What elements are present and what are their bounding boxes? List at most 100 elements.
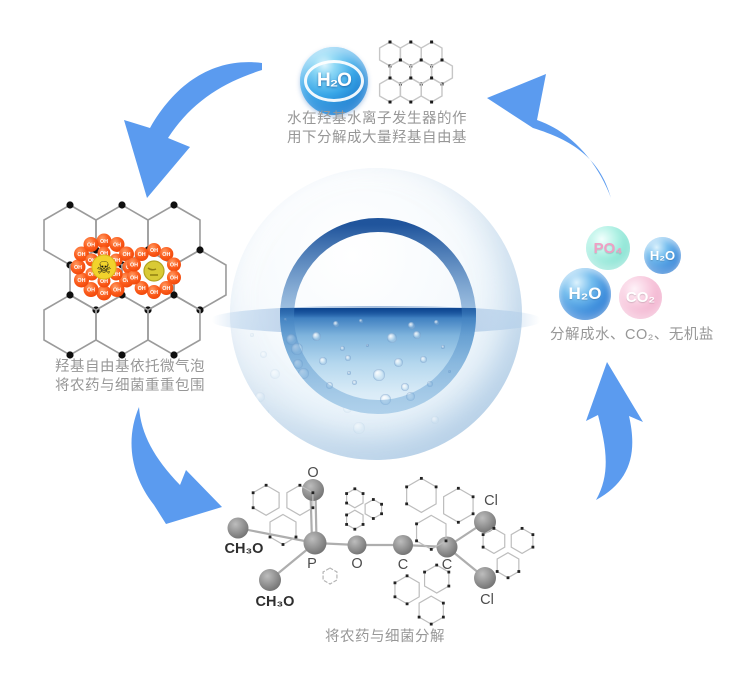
water-bubble [347, 371, 351, 376]
lattice-dot [440, 58, 444, 62]
oh-radical-bubble [73, 246, 89, 262]
oh-radical-label: OH [100, 291, 108, 297]
lattice-dot [170, 351, 178, 359]
ring-dot [456, 486, 460, 490]
skull-icon: ☠ [96, 259, 111, 278]
ring-dot [294, 535, 298, 539]
oh-radical-label: OH [77, 278, 85, 284]
water-bubble [420, 356, 427, 364]
germ-icon [143, 260, 165, 282]
hex-cell [173, 249, 227, 311]
ring-dot [361, 492, 365, 495]
ring-dot [429, 547, 433, 551]
ring-dot [419, 476, 423, 480]
ring-dot [456, 520, 460, 524]
ring-dot [520, 526, 524, 530]
ring-dot [447, 570, 451, 574]
bond [236, 526, 317, 545]
oh-radical-label: OH [100, 239, 108, 245]
ring-dot [492, 526, 496, 530]
ring-dot [444, 539, 448, 543]
oh-radical-label: OH [150, 248, 158, 254]
oh-radical-bubble [159, 247, 174, 262]
oh-radical-bubble [127, 257, 142, 272]
oh-radical-label: OH [77, 252, 85, 258]
atom-label-cl-bottom: Cl [480, 592, 494, 608]
co2-bubble-label: CO₂ [625, 289, 656, 306]
water-sphere-image [212, 168, 540, 460]
ring-dot [361, 523, 365, 526]
ring-dot [441, 601, 445, 605]
ring-dot [251, 491, 255, 495]
hydroxyl-lattice-small-icon [378, 40, 454, 104]
left-caption-line1: 羟基自由基依托微气泡 [55, 359, 205, 375]
ring-dot [311, 506, 315, 510]
lattice-dot [398, 58, 402, 62]
lattice-dot [170, 201, 178, 209]
inner-bowl-ring [280, 218, 476, 414]
atom-label-p: P [307, 556, 317, 572]
ring-dot [345, 513, 348, 517]
lattice-dot [118, 201, 126, 209]
ring-dot [429, 622, 433, 626]
ring-dot [441, 615, 445, 619]
ring-dot [447, 584, 451, 588]
oh-radical-label: OH [100, 279, 108, 285]
sphere-droplet [431, 416, 439, 424]
sphere-droplet [275, 428, 282, 435]
arrow-left-to-bottom [131, 407, 222, 524]
water-bubble [319, 357, 327, 366]
atom-ch3o-bottom [259, 569, 281, 591]
oh-radical-bubble [119, 246, 135, 262]
water-bubble [455, 395, 467, 408]
oh-radical-label: OH [130, 275, 138, 281]
atom-label-ch3o-bottom: CH₃O [256, 594, 295, 610]
water-bubble [359, 319, 363, 324]
h2o-icon-label: H₂O [304, 60, 364, 102]
sphere-droplet [250, 333, 254, 337]
oh-radical-label: OH [138, 286, 146, 292]
hex-cell [43, 294, 97, 356]
oh-radical-label: OH [88, 272, 96, 278]
ring-dot [371, 517, 375, 520]
atom-cl-bottom [474, 567, 496, 589]
water-bubble [345, 355, 351, 362]
oh-radical-bubble [70, 259, 86, 275]
ring-hex [443, 487, 474, 523]
atom-p [303, 531, 327, 555]
lattice-dot [66, 201, 74, 209]
ring-dot [345, 492, 348, 495]
lattice-dot [430, 40, 434, 44]
hex-cell [378, 77, 402, 103]
sphere-droplet [353, 422, 365, 434]
lattice-dot [430, 76, 434, 80]
hex-cell [95, 294, 149, 356]
ring-dot [345, 523, 348, 526]
oh-radical-label: OH [170, 262, 178, 268]
sphere-droplet [260, 351, 267, 358]
ring-hex [496, 552, 520, 579]
lattice-dot [430, 100, 434, 104]
ring-hex [394, 575, 420, 605]
sphere-droplet [270, 369, 280, 379]
molecule-labels: O CH₃O CH₃O P O C C Cl Cl [225, 465, 498, 610]
hex-cell [399, 77, 422, 103]
oh-radical-label: OH [112, 258, 120, 264]
oh-radical-label: OH [87, 242, 95, 248]
oh-radical-bubble [83, 236, 99, 252]
h2o-bubble-large: H₂O [559, 268, 611, 320]
water-bubble [441, 345, 445, 350]
water-bubble [305, 393, 315, 404]
water-bubble [352, 380, 357, 386]
water-bubble [408, 322, 415, 330]
ring-dot [481, 545, 485, 549]
pesticide-core [91, 254, 117, 280]
oh-radical-label: OH [122, 278, 130, 284]
h2o-bubble-small: H₂O [644, 237, 681, 274]
ring-dot [506, 576, 510, 580]
hydroxyl-radical-rosettes: OHOHOHOHOHOHOHOHOHOHOHOHOHOHOHOHOHOHOHOH… [70, 233, 181, 301]
lattice-dot [409, 100, 413, 104]
oh-radical-bubble [166, 257, 181, 272]
water-bubble [434, 320, 439, 326]
oh-radical-label: OH [122, 252, 130, 258]
